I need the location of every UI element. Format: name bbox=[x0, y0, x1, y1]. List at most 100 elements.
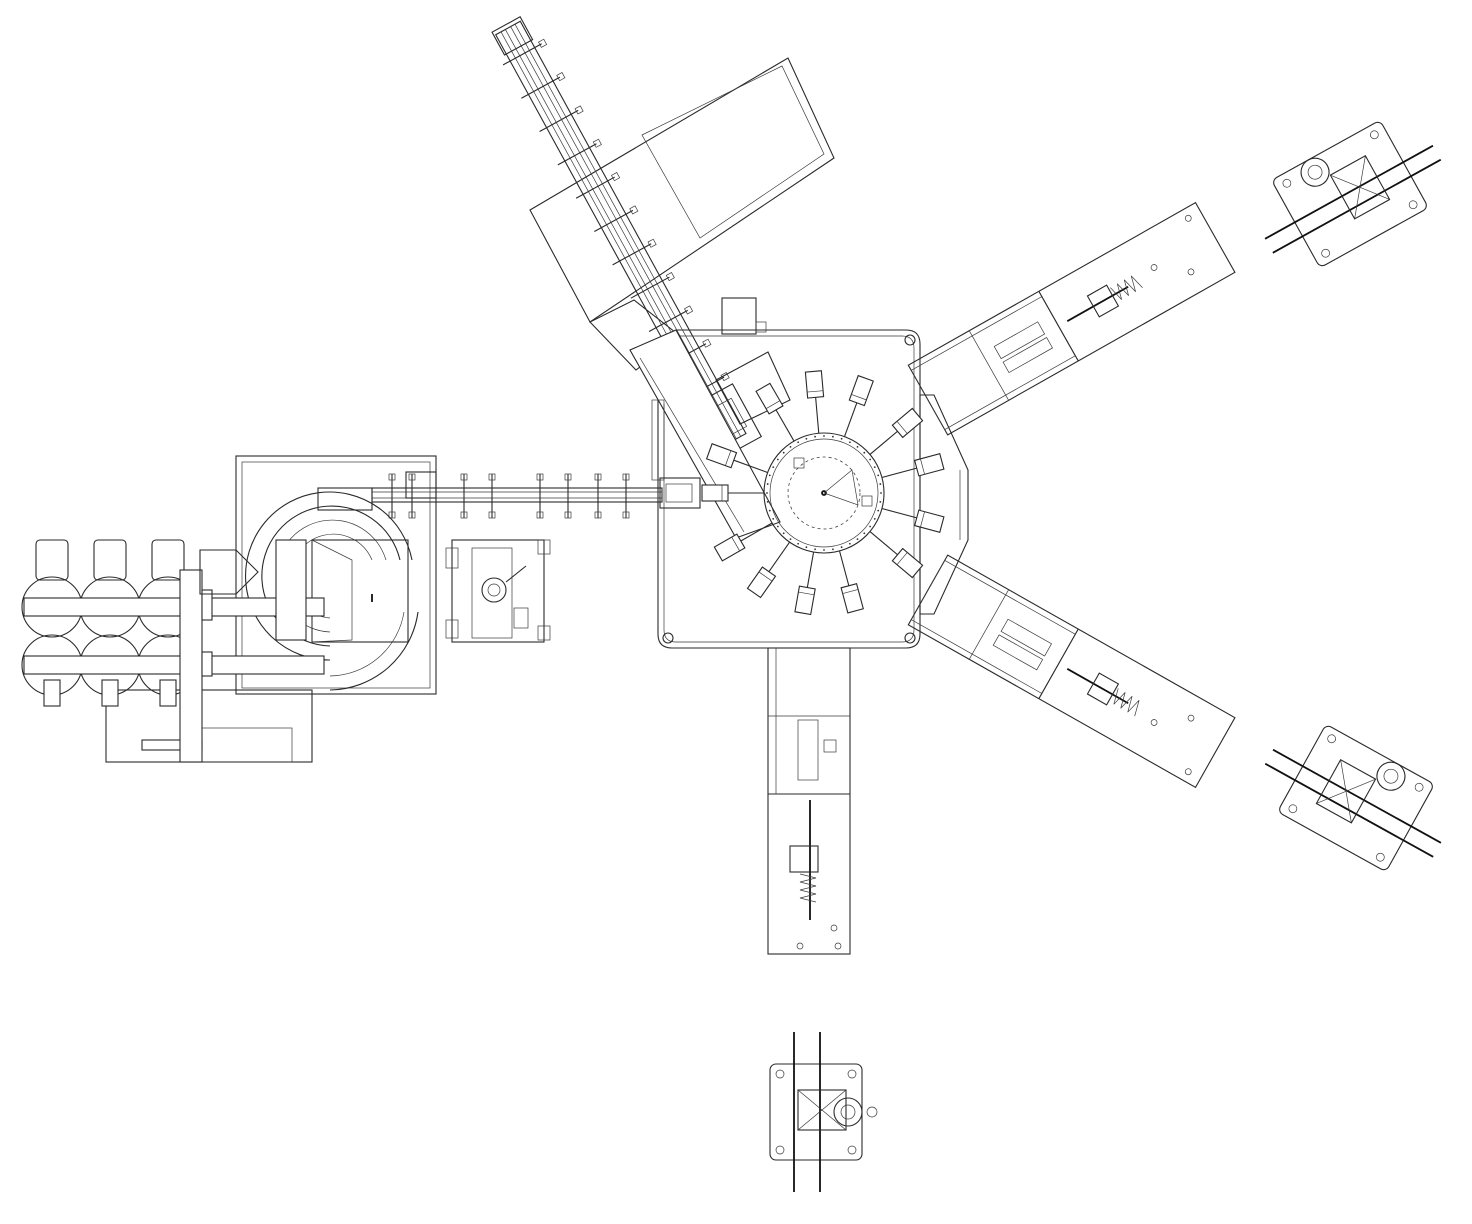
tank-bank bbox=[21, 539, 325, 763]
rim-bolt bbox=[814, 548, 816, 551]
conveyor-bracket-foot bbox=[536, 473, 544, 481]
rim-bolt bbox=[766, 501, 769, 503]
conveyor-bracket-foot bbox=[388, 511, 396, 519]
tooling-head bbox=[794, 585, 816, 616]
conveyor-bracket-foot bbox=[629, 205, 639, 215]
tooling-station-arm bbox=[881, 507, 921, 520]
conveyor-bracket-foot bbox=[564, 473, 572, 481]
conveyor-bracket-foot bbox=[665, 272, 675, 282]
tank-leg bbox=[159, 679, 177, 707]
rim-bolt bbox=[848, 542, 851, 545]
conveyor-bracket-foot bbox=[488, 473, 496, 481]
tooling-detail bbox=[896, 552, 908, 565]
conveyor-bracket-foot bbox=[594, 473, 602, 481]
tank-top bbox=[93, 539, 127, 581]
rim-bolt bbox=[782, 532, 785, 535]
tooling-station bbox=[891, 547, 924, 579]
rim-bolt bbox=[776, 525, 779, 528]
tooling-station-arm bbox=[844, 398, 859, 437]
tank-leg bbox=[101, 679, 119, 707]
rim-bolt bbox=[877, 509, 880, 512]
conveyor-bracket-foot bbox=[408, 511, 416, 519]
conveyor-bracket bbox=[630, 276, 670, 299]
tooling-detail bbox=[798, 591, 815, 596]
conveyor-bracket bbox=[612, 243, 652, 266]
tooling-station bbox=[913, 453, 945, 477]
rim-bolt bbox=[873, 466, 876, 469]
detail-view-right bbox=[1264, 725, 1442, 871]
tooling-head bbox=[848, 374, 874, 407]
conveyor-bracket-foot bbox=[592, 138, 602, 148]
tooling-station-arm bbox=[773, 406, 795, 442]
rim-bolt bbox=[772, 466, 775, 469]
upper-left-hopper-panel bbox=[529, 57, 835, 371]
left-transfer-conveyor bbox=[371, 473, 701, 519]
tooling-head bbox=[701, 484, 729, 502]
conveyor-bracket-foot bbox=[538, 38, 548, 48]
rim-bolt bbox=[823, 435, 825, 437]
tooling-detail bbox=[807, 390, 824, 393]
conveyor-bracket-foot bbox=[702, 338, 712, 348]
rim-bolt bbox=[768, 509, 771, 512]
conveyor-bracket bbox=[557, 143, 597, 166]
rim-bolt bbox=[789, 445, 792, 448]
tooling-station bbox=[891, 407, 924, 439]
detail-view-top-right bbox=[1264, 121, 1442, 267]
tooling-station bbox=[755, 382, 784, 415]
rim-bolt bbox=[856, 445, 859, 448]
conveyor-bracket-foot bbox=[556, 72, 566, 82]
conveyor-bracket-foot bbox=[647, 238, 657, 248]
conveyor-bracket-foot bbox=[574, 105, 584, 115]
tooling-station-arm bbox=[766, 541, 791, 576]
conveyor-bracket bbox=[539, 109, 579, 133]
tooling-head bbox=[913, 453, 945, 477]
tooling-station-arm bbox=[806, 551, 815, 592]
rim-bolt bbox=[776, 458, 779, 461]
tooling-station bbox=[794, 585, 816, 616]
conveyor-bracket-foot bbox=[460, 511, 468, 519]
conveyor-bracket-foot bbox=[460, 473, 468, 481]
conveyor-bracket-foot bbox=[594, 511, 602, 519]
tooling-head bbox=[705, 443, 738, 469]
tooling-head bbox=[913, 509, 945, 533]
tooling-station bbox=[804, 370, 825, 399]
rim-bolt bbox=[797, 441, 800, 444]
conveyor-bracket-foot bbox=[536, 511, 544, 519]
detail-view-bottom bbox=[769, 1032, 878, 1192]
rim-bolt bbox=[879, 501, 882, 503]
rim-bolt bbox=[805, 437, 808, 440]
rim-bolt bbox=[766, 492, 768, 494]
tooling-detail bbox=[920, 458, 925, 475]
rim-bolt bbox=[856, 538, 859, 541]
tooling-station bbox=[848, 374, 874, 407]
rim-bolt bbox=[797, 542, 800, 545]
conveyor-bracket-foot bbox=[564, 511, 572, 519]
rim-bolt bbox=[782, 451, 785, 454]
conveyor-bracket bbox=[521, 76, 561, 99]
conveyor-bracket-foot bbox=[611, 172, 621, 182]
tooling-head bbox=[891, 547, 924, 579]
conveyor-bracket-foot bbox=[488, 511, 496, 519]
tooling-station-arm bbox=[869, 428, 901, 455]
rim-bolt bbox=[840, 546, 843, 549]
tooling-station-arm bbox=[729, 458, 768, 473]
tooling-detail bbox=[765, 400, 781, 409]
rim-bolt bbox=[869, 525, 872, 528]
tooling-station-arm bbox=[814, 393, 820, 434]
tooling-head bbox=[804, 370, 825, 399]
tank-leg bbox=[43, 679, 61, 707]
right-upper-arm bbox=[907, 201, 1236, 436]
tooling-head bbox=[755, 382, 784, 415]
left-feeder-assembly bbox=[445, 539, 551, 643]
conveyor-bracket-foot bbox=[388, 473, 396, 481]
rim-bolt bbox=[873, 517, 876, 520]
conveyor-bracket bbox=[502, 43, 542, 66]
rim-bolt bbox=[814, 435, 816, 438]
conveyor-bracket-foot bbox=[622, 473, 630, 481]
rim-bolt bbox=[772, 517, 775, 520]
conveyor-bracket-foot bbox=[408, 473, 416, 481]
tooling-station bbox=[701, 484, 729, 502]
rim-bolt bbox=[832, 435, 834, 438]
rim-bolt bbox=[789, 538, 792, 541]
